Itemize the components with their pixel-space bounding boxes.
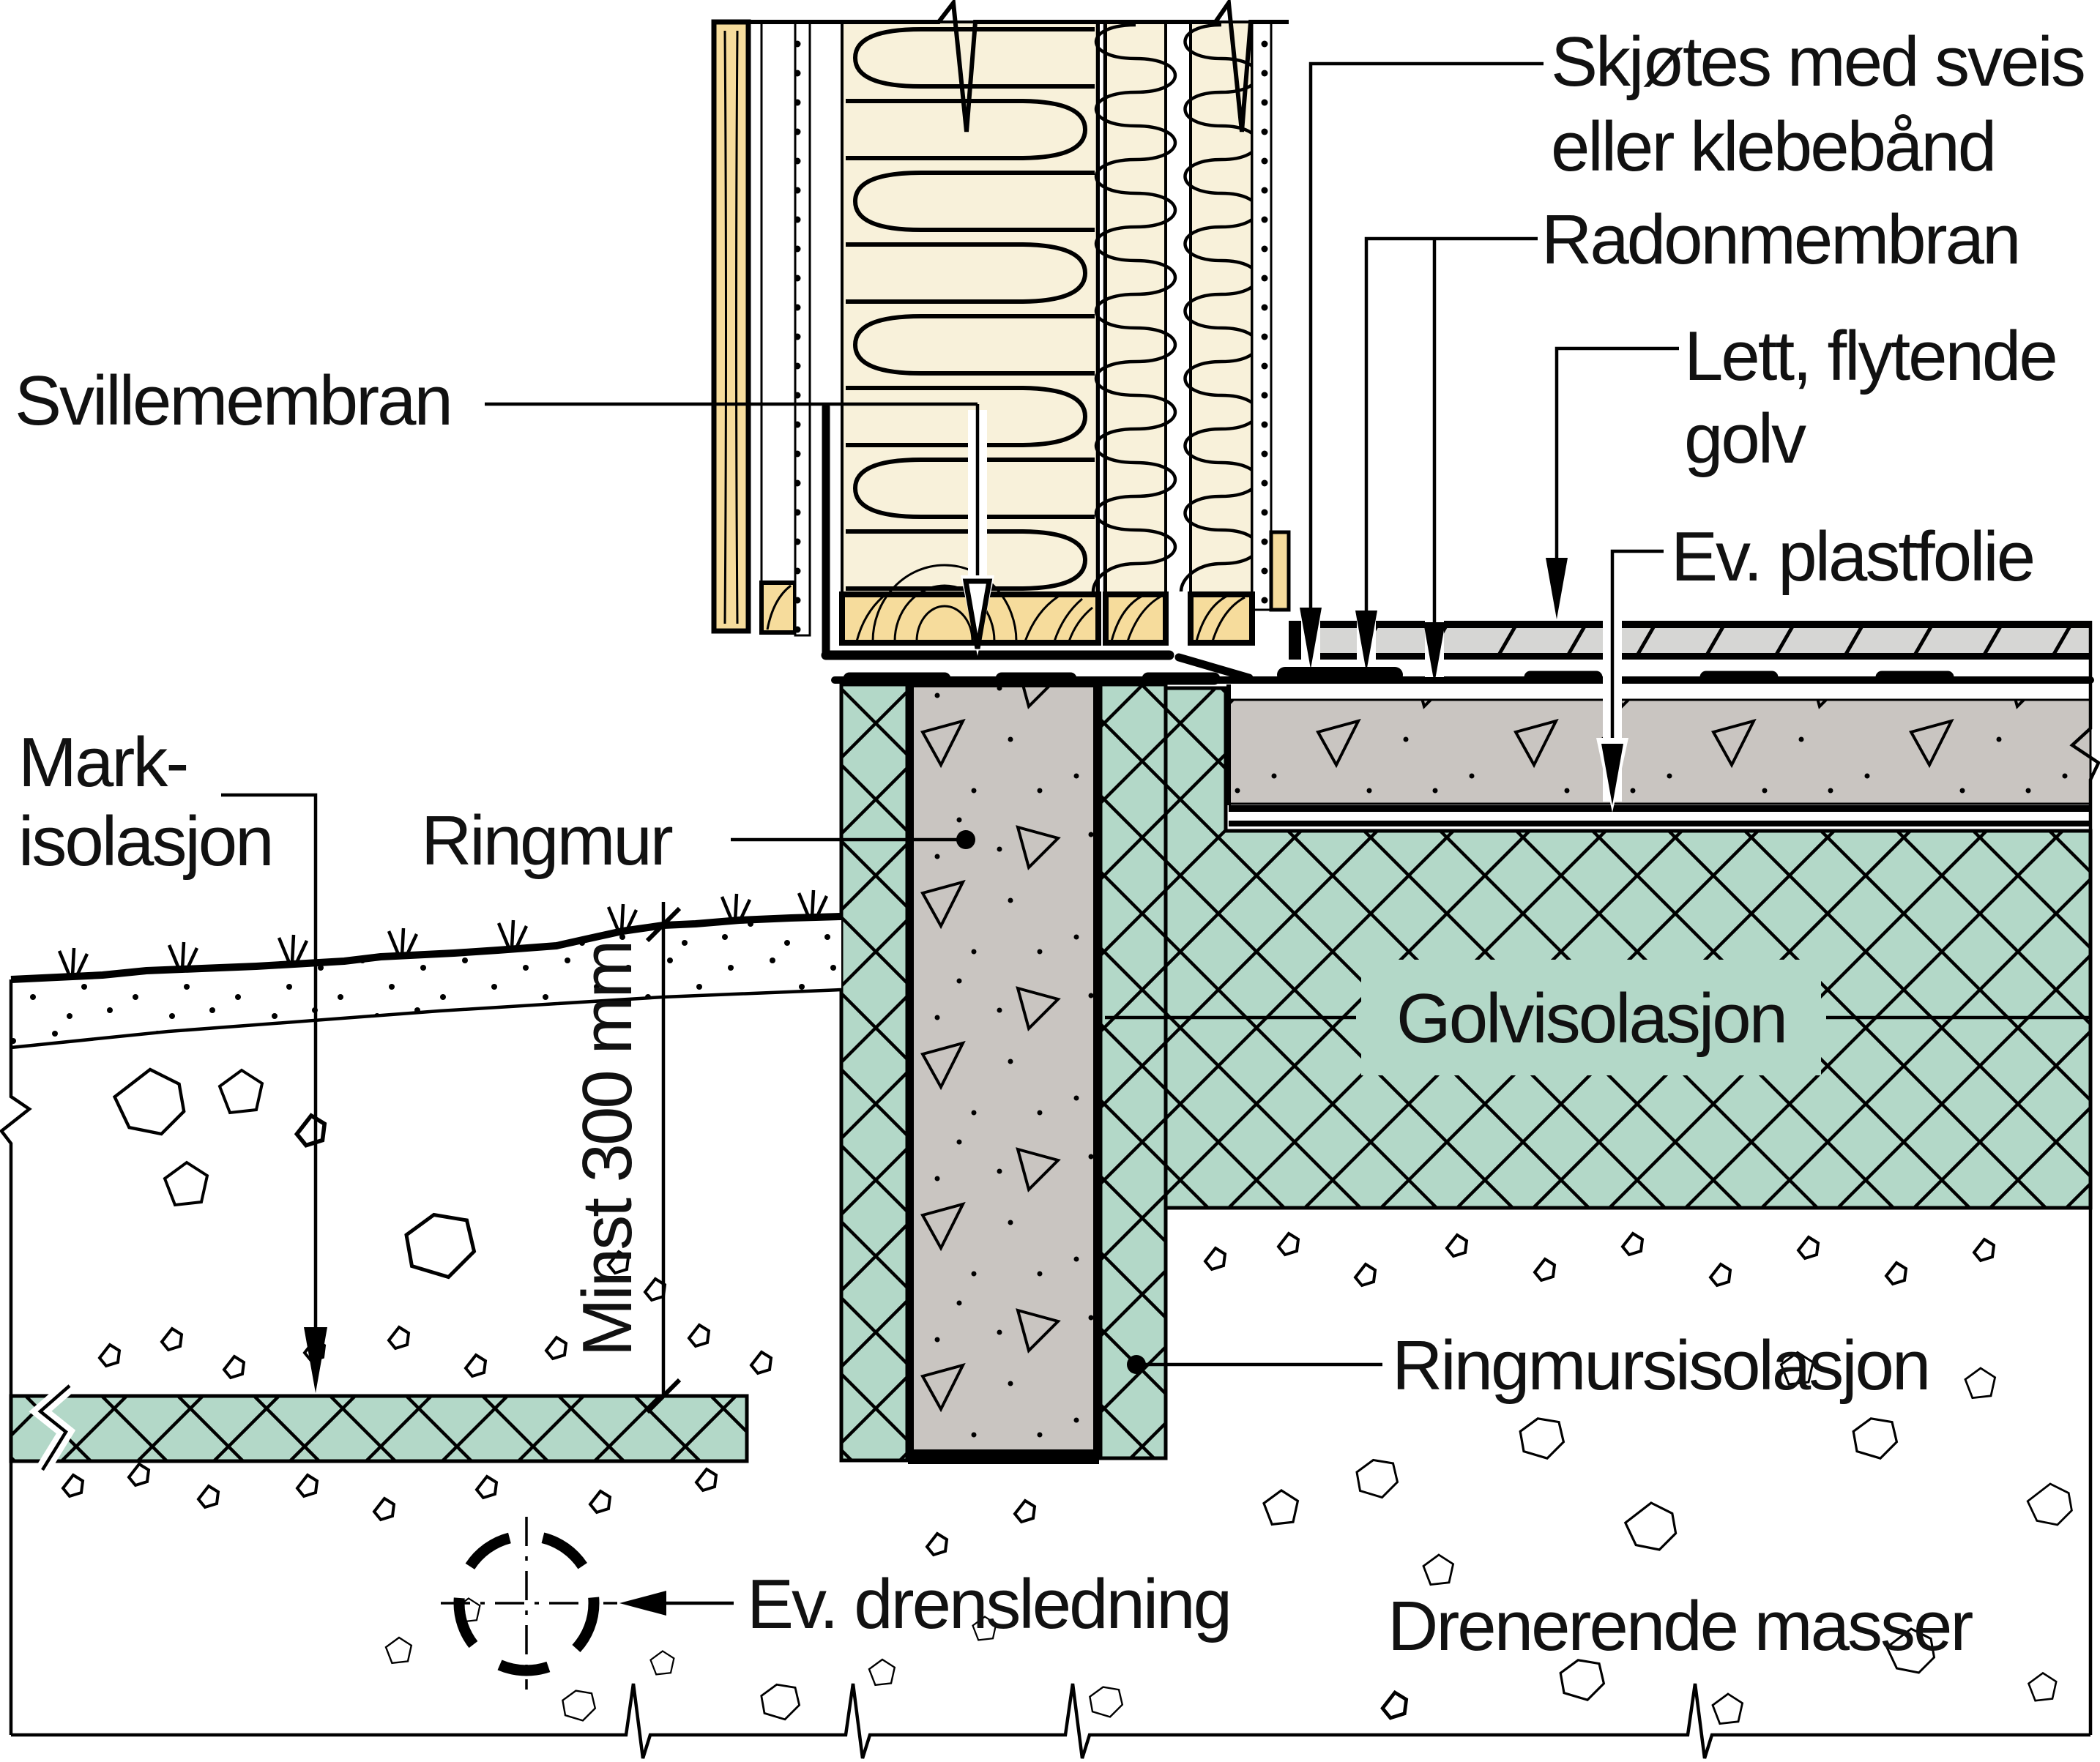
cladding bbox=[711, 19, 751, 634]
insulation-bay-inner bbox=[1179, 20, 1259, 596]
left-border bbox=[0, 979, 32, 1735]
leader-skjotes bbox=[1300, 61, 1544, 669]
plastic-foil-lines bbox=[1229, 805, 2090, 826]
leader-markisolasjon bbox=[221, 793, 327, 1393]
arrow-down-icon bbox=[1423, 622, 1445, 684]
label-skjotes-line2: eller klebebånd bbox=[1551, 108, 1995, 186]
label-skjotes-line1: Skjøtes med sveis bbox=[1551, 23, 2084, 101]
svg-text:Golvisolasjon: Golvisolasjon bbox=[1396, 979, 1786, 1058]
concrete-slab bbox=[1226, 684, 2092, 805]
arrow-down-icon bbox=[304, 1327, 327, 1393]
floating-floor bbox=[1289, 621, 2090, 660]
label-ev-plastfolie: Ev. plastfolie bbox=[1671, 518, 2033, 596]
labels: Svillemembran Skjøtes med sveis eller kl… bbox=[15, 23, 2086, 1665]
label-svillemembran: Svillemembran bbox=[15, 362, 451, 440]
label-ringmur: Ringmur bbox=[421, 802, 673, 880]
label-mark-line1: Mark- bbox=[18, 723, 187, 802]
arrow-down-icon bbox=[1546, 558, 1568, 619]
arrow-left-icon bbox=[619, 1591, 666, 1616]
terrain-line bbox=[10, 890, 842, 983]
label-ringmursisolasjon: Ringmursisolasjon bbox=[1392, 1326, 1929, 1405]
inner-lining-board bbox=[1251, 20, 1273, 611]
leaders bbox=[221, 61, 1679, 1393]
ring-wall-footing-line bbox=[908, 1449, 1099, 1464]
wall-top-break bbox=[714, 0, 1289, 132]
drain-pipe-symbol bbox=[441, 1517, 734, 1690]
topsoil bbox=[10, 917, 842, 1050]
label-golvisolasjon: Golvisolasjon bbox=[1105, 960, 2090, 1075]
ring-wall-insulation-outer bbox=[839, 682, 909, 1463]
dimension-minst-300: Minst 300 mm bbox=[568, 902, 682, 1414]
wall-section bbox=[711, 0, 1291, 646]
ground-insulation-strip bbox=[9, 1380, 749, 1474]
ring-wall-insulation-inner bbox=[1098, 682, 1168, 1460]
insulation-bay-middle bbox=[1091, 20, 1177, 596]
ring-wall-concrete bbox=[908, 682, 1099, 1464]
label-ev-drensledning: Ev. drensledning bbox=[747, 1565, 1230, 1643]
arrow-down-icon bbox=[1355, 611, 1377, 672]
furring-strip bbox=[759, 22, 797, 635]
inner-batten bbox=[1269, 530, 1291, 612]
label-mark-line2: isolasjon bbox=[18, 802, 272, 881]
leader-ringmur bbox=[731, 830, 975, 849]
svillemembran-line bbox=[821, 403, 1174, 660]
label-drenerende-masser: Drenerende masser bbox=[1388, 1587, 1973, 1665]
bottom-border bbox=[11, 1683, 2090, 1759]
arrow-down-icon bbox=[962, 578, 993, 649]
section-borders bbox=[0, 621, 2100, 1759]
arrow-down-icon bbox=[1300, 608, 1322, 669]
label-lett-flytende-2: golv bbox=[1684, 400, 1806, 478]
label-radonmembran: Radonmembran bbox=[1541, 201, 2019, 279]
leader-svillemembran bbox=[485, 402, 994, 656]
dimension-text: Minst 300 mm bbox=[568, 942, 647, 1357]
right-border bbox=[2069, 621, 2100, 1735]
wind-barrier bbox=[794, 20, 811, 637]
leader-radonmembran bbox=[1355, 236, 1538, 684]
leader-lett-flytende-golv bbox=[1546, 346, 1679, 619]
label-lett-flytende-1: Lett, flytende bbox=[1684, 317, 2056, 395]
arrow-down-icon bbox=[1601, 744, 1623, 805]
radon-membrane-line bbox=[831, 653, 2094, 685]
leader-ev-plastfolie bbox=[1596, 549, 1664, 813]
leader-ringmursisolasjon bbox=[1127, 1355, 1382, 1374]
